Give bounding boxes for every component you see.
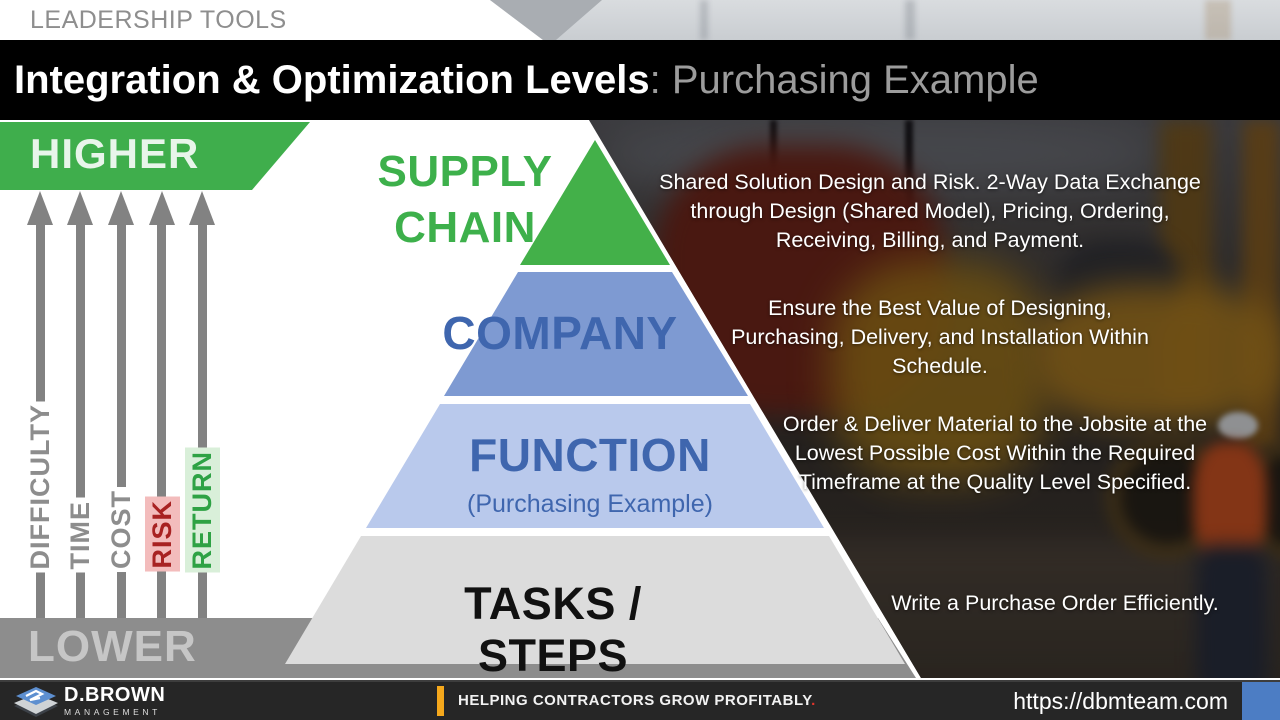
- brand-name: D.BROWN: [64, 684, 166, 706]
- up-arrow-icon: [27, 191, 53, 225]
- photo-worker-vest: [1193, 442, 1267, 562]
- up-arrow-shaft: [198, 224, 207, 618]
- factor-label-time: TIME: [63, 497, 98, 572]
- page-title-bold: Integration & Optimization Levels: [14, 58, 650, 102]
- supply-chain-label-line1: SUPPLY: [377, 147, 553, 196]
- pyramid-level-tasks: [285, 536, 905, 664]
- up-arrow-shaft: [157, 224, 166, 618]
- title-bar: Integration & Optimization Levels: Purch…: [0, 40, 1280, 120]
- company-label: COMPANY: [442, 307, 678, 359]
- supply-chain-label-line2: CHAIN: [394, 203, 536, 252]
- up-arrow-icon: [108, 191, 134, 225]
- factor-label-return: RETURN: [185, 447, 220, 572]
- higher-label: HIGHER: [30, 130, 200, 177]
- footer-tagline: HELPING CONTRACTORS GROW PROFITABLY.: [458, 682, 816, 720]
- photo-worker: [1196, 545, 1268, 678]
- footer-yellow-divider: [437, 686, 444, 716]
- photo-excavator: [1035, 285, 1280, 425]
- function-label-main: FUNCTION: [469, 429, 711, 481]
- pyramid-level-function: [366, 404, 824, 528]
- footer-blue-accent: [1242, 682, 1280, 720]
- footer-tagline-text: HELPING CONTRACTORS GROW PROFITABLY: [458, 692, 812, 709]
- top-band-photo-detail: [700, 0, 708, 40]
- brand-text: D.BROWN MANAGEMENT: [64, 685, 165, 717]
- function-label: FUNCTION (Purchasing Example): [440, 428, 740, 519]
- footer-url: https://dbmteam.com: [1013, 688, 1228, 714]
- up-arrow-shaft: [76, 224, 85, 618]
- factor-label-cost: COST: [104, 486, 139, 572]
- company-description: Ensure the Best Value of Designing, Purc…: [731, 296, 1149, 378]
- higher-banner: HIGHER: [0, 122, 310, 190]
- photo-yellow-machinery: [830, 260, 1050, 480]
- lower-label: LOWER: [28, 622, 197, 671]
- photo-worker-hardhat: [1218, 412, 1258, 439]
- top-band-white-shape: [0, 0, 543, 40]
- top-band-photo-detail: [1205, 0, 1231, 40]
- top-band: LEADERSHIP TOOLS: [0, 0, 1280, 40]
- eyebrow-label: LEADERSHIP TOOLS: [30, 6, 287, 34]
- up-arrow-icon: [67, 191, 93, 225]
- page-title-rest: : Purchasing Example: [649, 58, 1039, 102]
- function-description: Order & Deliver Material to the Jobsite …: [782, 412, 1208, 494]
- tasks-steps-label: TASKS / STEPS: [464, 578, 642, 681]
- brand-subtitle: MANAGEMENT: [64, 707, 161, 717]
- function-label-sub: (Purchasing Example): [467, 490, 713, 518]
- supply-chain-description: Shared Solution Design and Risk. 2-Way D…: [659, 170, 1201, 252]
- factor-label-risk: RISK: [145, 497, 180, 572]
- top-band-photo-detail: [905, 0, 915, 40]
- up-arrow-icon: [189, 191, 215, 225]
- footer-bar: D.BROWN MANAGEMENT HELPING CONTRACTORS G…: [0, 680, 1280, 720]
- up-arrow-shaft: [117, 224, 126, 618]
- page-title: Integration & Optimization Levels: Purch…: [14, 40, 1039, 120]
- up-arrow-icon: [149, 191, 175, 225]
- tasks-steps-description: Write a Purchase Order Efficiently.: [891, 591, 1219, 615]
- dbrown-logo-icon: [14, 687, 58, 717]
- supply-chain-label: SUPPLY CHAIN: [352, 144, 578, 256]
- footer-tagline-period: .: [811, 692, 816, 709]
- factor-label-difficulty: DIFFICULTY: [23, 400, 58, 572]
